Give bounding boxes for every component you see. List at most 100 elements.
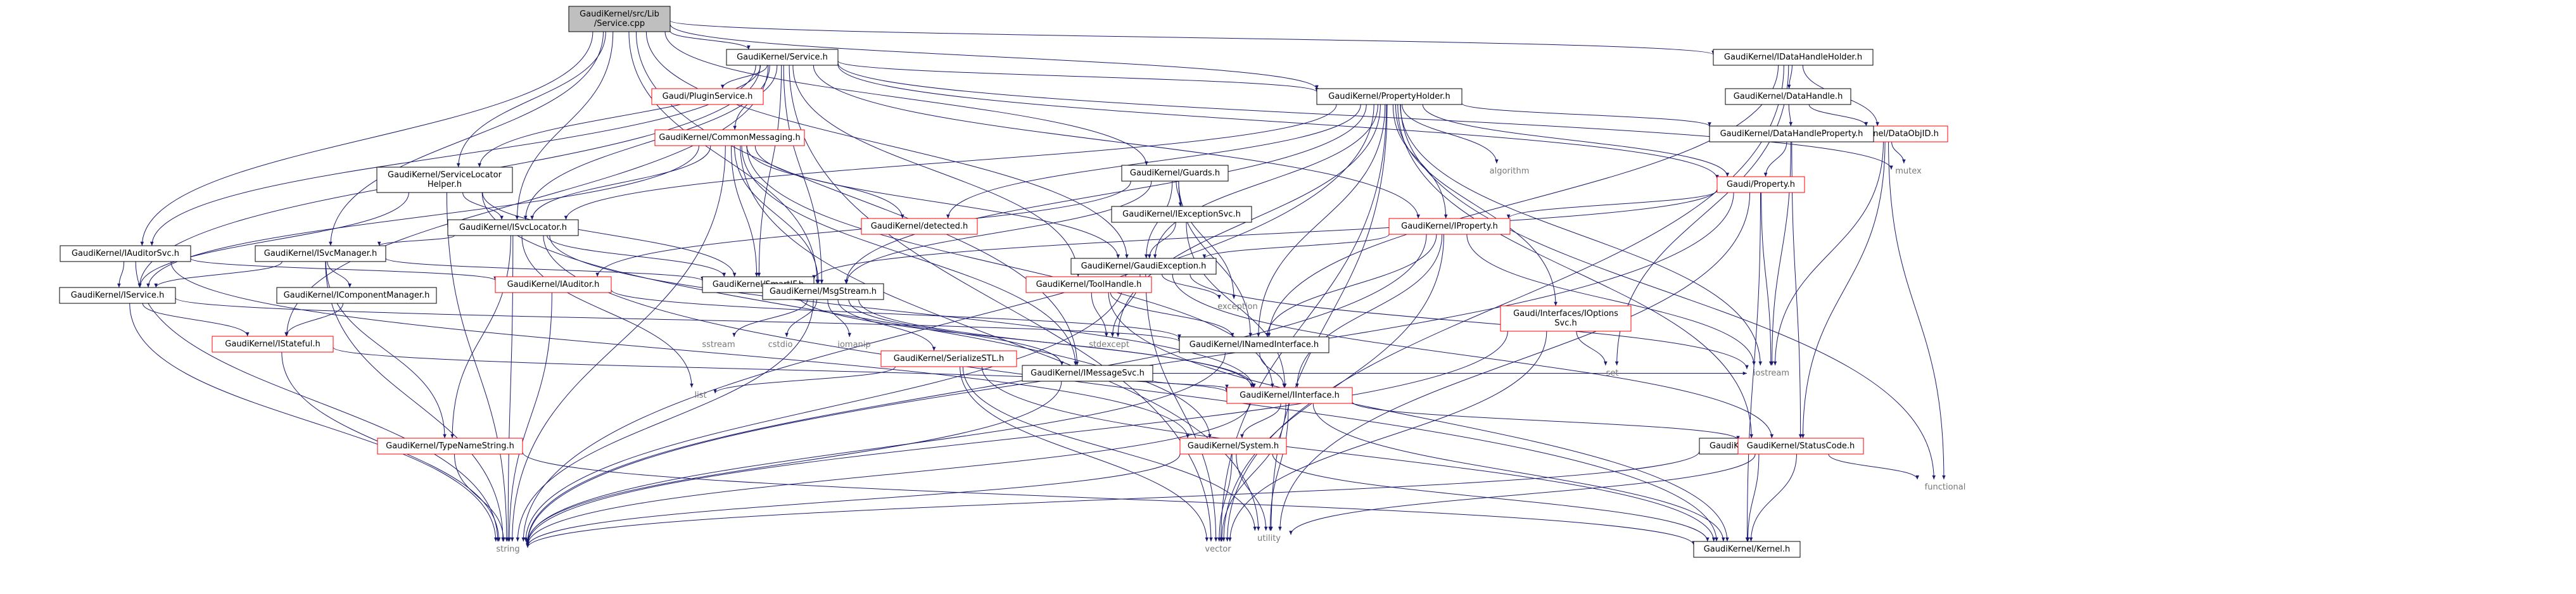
node-istateful[interactable]: GaudiKernel/IStateful.h [212, 336, 334, 353]
node-label-imessagesvc: GaudiKernel/IMessageSvc.h [1031, 369, 1145, 378]
edge-iinterface-to-system_h [1240, 403, 1281, 439]
edge-isvclocator-to-iinterface [549, 235, 1255, 388]
node-box-idatahandleholder [1713, 49, 1874, 66]
edge-system_h-to-string [526, 453, 1181, 547]
edge-serializestl-to-kernel [981, 366, 1716, 542]
node-box-typenamestring [377, 438, 523, 455]
node-idatahandleholder[interactable]: GaudiKernel/IDataHandleHolder.h [1713, 49, 1874, 66]
node-label-system_h: GaudiKernel/System.h [1188, 441, 1279, 451]
node-pluginservice[interactable]: Gaudi/PluginService.h [651, 88, 764, 105]
edge-propertyholder-to-iostream [1400, 104, 1763, 366]
edge-isvclocator-to-kernel [543, 235, 1718, 542]
node-system_h[interactable]: GaudiKernel/System.h [1179, 438, 1287, 455]
node-box-serviceloc [376, 167, 513, 193]
node-label-inamedinterface: GaudiKernel/INamedInterface.h [1190, 340, 1319, 350]
node-box-root [568, 6, 671, 32]
node-commonmessaging[interactable]: GaudiKernel/CommonMessaging.h [654, 129, 805, 146]
node-propertyholder[interactable]: GaudiKernel/PropertyHolder.h [1316, 88, 1462, 105]
edge-gaudiexception-to-exception [1162, 274, 1221, 300]
edge-idatahandleholder-to-datahandle_h [1787, 65, 1792, 89]
node-label-msgstream: GaudiKernel/MsgStream.h [770, 287, 877, 296]
node-imessagesvc[interactable]: GaudiKernel/IMessageSvc.h [1022, 365, 1153, 382]
edge-iinterface-to-statuscode [1352, 401, 1740, 441]
edge-commonmessaging-to-smartif [730, 145, 759, 277]
node-cstdio: cstdio [768, 340, 793, 350]
edge-service_h-to-property [837, 64, 1719, 179]
node-iexceptionsvc[interactable]: GaudiKernel/IExceptionSvc.h [1111, 206, 1252, 223]
node-box-pluginservice [651, 88, 764, 105]
node-label-iinterface: GaudiKernel/IInterface.h [1240, 391, 1340, 400]
node-gaudiexception[interactable]: GaudiKernel/GaudiException.h [1070, 258, 1217, 275]
edge-toolhandle-to-kernel [1108, 292, 1729, 542]
edge-property-to-utility [1278, 192, 1751, 531]
node-box-iservice [59, 287, 176, 304]
edge-propertyholder-to-msgstream [844, 104, 1367, 284]
node-label-iservice: GaudiKernel/IService.h [71, 291, 165, 300]
node-kernel[interactable]: GaudiKernel/Kernel.h [1693, 541, 1801, 558]
node-statuscode[interactable]: GaudiKernel/StatusCode.h [1737, 438, 1864, 455]
edge-propertyholder-to-vector [1219, 104, 1387, 542]
edge-typenamestring-to-kernel [522, 452, 1696, 545]
node-isvclocator[interactable]: GaudiKernel/ISvcLocator.h [447, 219, 579, 236]
node-toolhandle[interactable]: GaudiKernel/ToolHandle.h [1025, 276, 1152, 293]
node-service_h[interactable]: GaudiKernel/Service.h [726, 49, 839, 66]
node-box-statuscode [1737, 438, 1864, 455]
edge-gaudiexception-to-vector [1145, 274, 1218, 542]
node-datahandle_h[interactable]: GaudiKernel/DataHandle.h [1725, 88, 1851, 105]
edge-commonmessaging-to-imessagesvc [741, 145, 1077, 366]
node-property[interactable]: Gaudi/Property.h [1716, 176, 1805, 193]
node-guards[interactable]: GaudiKernel/Guards.h [1121, 165, 1229, 182]
node-iauditorsvc[interactable]: GaudiKernel/IAuditorSvc.h [60, 245, 191, 262]
node-functional: functional [1925, 483, 1966, 492]
edge-bootstrap-to-kernel [1746, 453, 1760, 542]
node-iproperty[interactable]: GaudiKernel/IProperty.h [1388, 218, 1511, 235]
node-iinterface[interactable]: GaudiKernel/IInterface.h [1226, 387, 1353, 404]
edge-iinterface-to-kernel [1312, 403, 1725, 542]
node-isvcmanager[interactable]: GaudiKernel/ISvcManager.h [255, 245, 386, 262]
node-root[interactable]: GaudiKernel/src/Lib/Service.cpp [568, 6, 671, 32]
edge-toolhandle-to-stdexcept [1091, 292, 1108, 338]
node-iservice[interactable]: GaudiKernel/IService.h [59, 287, 176, 304]
node-serializestl[interactable]: GaudiKernel/SerializeSTL.h [880, 350, 1017, 367]
edge-bootstrap-to-string [526, 451, 1700, 548]
edge-isvcmanager-to-smartif [385, 258, 704, 281]
edge-root-to-propertyholder [669, 23, 1319, 90]
node-label-iexceptionsvc: GaudiKernel/IExceptionSvc.h [1122, 210, 1241, 219]
edge-gaudiexception-to-statuscode [1172, 274, 1774, 439]
node-icomponentmanager[interactable]: GaudiKernel/IComponentManager.h [276, 287, 437, 304]
node-label-iauditor: GaudiKernel/IAuditor.h [507, 280, 600, 289]
node-vector: vector [1205, 545, 1231, 554]
edge-icomponentmanager-to-istateful [284, 303, 343, 337]
edge-property-to-kernel [1745, 192, 1761, 542]
node-detected[interactable]: GaudiKernel/detected.h [861, 218, 978, 235]
edge-imessagesvc-to-string [526, 381, 1062, 544]
node-iauditor[interactable]: GaudiKernel/IAuditor.h [495, 276, 612, 293]
node-label-statuscode: GaudiKernel/StatusCode.h [1747, 441, 1855, 451]
node-label-gaudiexception: GaudiKernel/GaudiException.h [1081, 262, 1207, 271]
edge-istateful-to-iinterface [333, 346, 1229, 393]
edge-iservice-to-string [129, 303, 498, 542]
edge-iinterface-to-vector [1220, 403, 1286, 542]
node-datahandleproperty[interactable]: GaudiKernel/DataHandleProperty.h [1709, 125, 1874, 142]
node-iostream: iostream [1753, 369, 1789, 378]
edge-inamedinterface-to-string [526, 352, 1226, 545]
edge-root-to-gaudiexception [645, 31, 1129, 259]
edge-iinterface-to-string [526, 403, 1250, 546]
edge-service_h-to-iproperty [813, 65, 1420, 219]
edge-service_h-to-serviceloc [478, 65, 761, 168]
edge-iauditorsvc-to-iauditor [190, 258, 497, 281]
node-msgstream[interactable]: GaudiKernel/MsgStream.h [762, 283, 884, 300]
edge-propertyholder-to-datahandleproperty [1461, 103, 1711, 127]
edge-service_h-to-msgstream [783, 65, 824, 284]
edge-propertyholder-to-string [521, 104, 1374, 542]
edge-propertyholder-to-functional [1400, 104, 1936, 480]
edge-root-to-iauditorsvc [140, 31, 593, 246]
node-typenamestring[interactable]: GaudiKernel/TypeNameString.h [377, 438, 523, 455]
node-inamedinterface[interactable]: GaudiKernel/INamedInterface.h [1179, 336, 1329, 353]
edge-msgstream-to-sstream [732, 299, 808, 338]
